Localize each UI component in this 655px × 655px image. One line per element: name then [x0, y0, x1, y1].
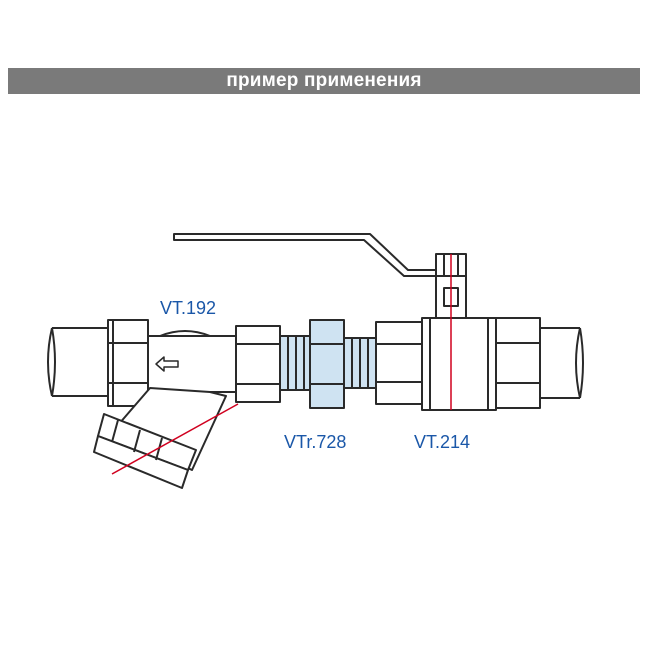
label-vt192: VT.192 — [160, 298, 216, 318]
arrow-left-icon — [155, 356, 179, 372]
ball-valve-vt214 — [173, 233, 541, 411]
strainer-vt192 — [93, 319, 281, 489]
left-pipe — [47, 327, 108, 397]
header-bar: пример применения — [8, 68, 640, 94]
label-vt214: VT.214 — [414, 432, 470, 452]
label-vtr728: VTr.728 — [284, 432, 346, 452]
strainer-axis-line — [111, 403, 239, 475]
union-vtr728 — [279, 319, 377, 409]
right-pipe — [540, 327, 584, 399]
header-title: пример применения — [226, 70, 422, 91]
